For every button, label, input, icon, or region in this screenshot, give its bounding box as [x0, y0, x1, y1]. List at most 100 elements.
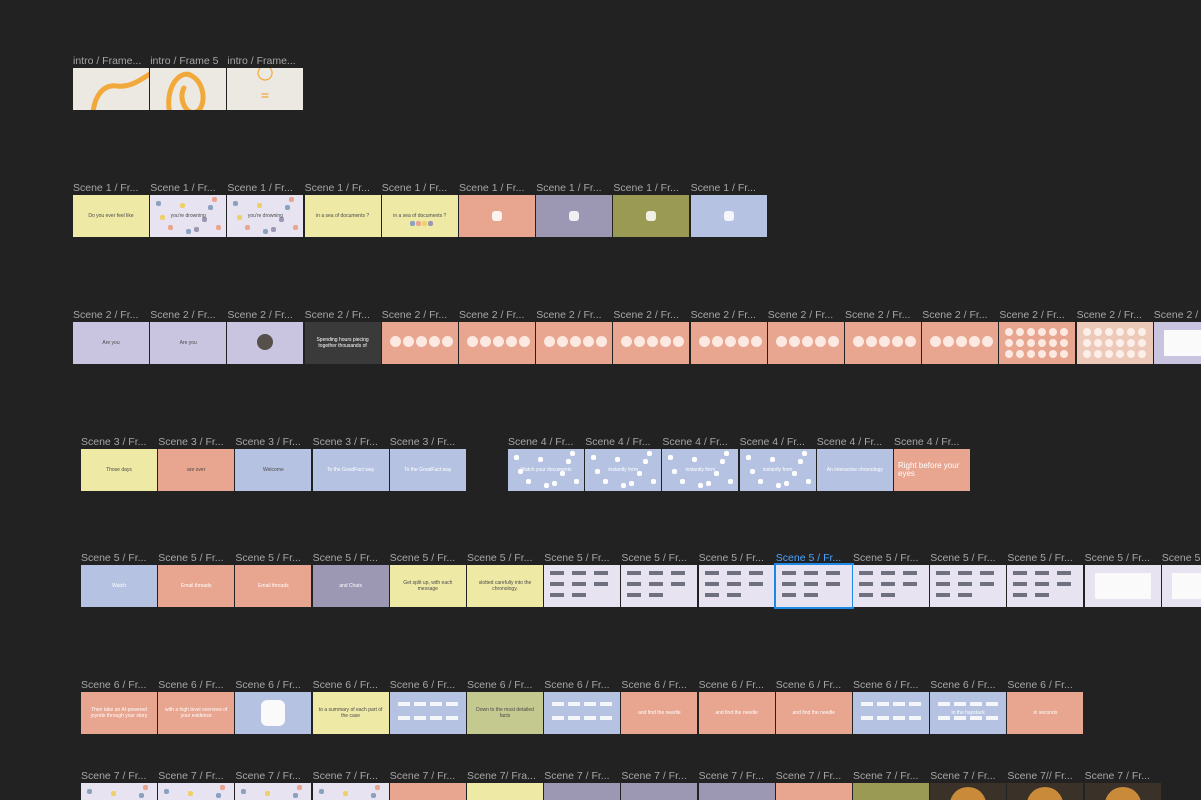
frame-label[interactable]: Scene 2 / Fr... — [845, 309, 911, 321]
frame-label[interactable]: Scene 7 / Fr... — [775, 770, 842, 782]
frame-label[interactable]: Scene 7 / Fr... — [81, 770, 147, 782]
scene-7-frame-thumbnail[interactable] — [621, 783, 698, 800]
scene-3-frame-thumbnail[interactable]: Those days — [81, 449, 157, 491]
scene-2-frame-thumbnail[interactable] — [1153, 322, 1201, 364]
frame-label[interactable]: Scene 2 / Fr... — [304, 309, 370, 321]
frame-label[interactable]: Scene 2 / Fr... — [227, 309, 293, 321]
scene-5-frame-thumbnail[interactable] — [853, 565, 929, 607]
frame-label[interactable]: Scene 6 / Fr... — [235, 679, 301, 691]
frame-label[interactable]: Scene 7 / Fr... — [158, 770, 224, 782]
frame-label[interactable]: Scene 5 — [1161, 552, 1201, 564]
frame-label[interactable]: Scene 6 / Fr... — [158, 679, 224, 691]
frame-label[interactable]: Scene 4 / Fr... — [739, 436, 805, 448]
frame-label[interactable]: Scene 6 / Fr... — [544, 679, 610, 691]
frame-label[interactable]: Scene 5 / Fr... — [1007, 552, 1073, 564]
frame-label[interactable]: Scene 5 / Fr... — [775, 552, 842, 564]
scene-7-frame-thumbnail[interactable] — [467, 783, 543, 800]
frame-label[interactable]: Scene 2 / Fr... — [459, 309, 525, 321]
scene-3-frame-thumbnail[interactable]: To the GoodFact way — [312, 449, 389, 491]
frame-label[interactable]: Scene 6 / Fr... — [621, 679, 687, 691]
frame-label[interactable]: Scene 7/ Fra... — [467, 770, 536, 782]
frame-label[interactable]: Scene 1 / Fr... — [690, 182, 756, 194]
frame-label[interactable]: Scene 2 / Fr... — [381, 309, 448, 321]
frame-label[interactable]: Scene 7 / Fr... — [312, 770, 378, 782]
scene-5-frame-thumbnail[interactable]: Email threads — [158, 565, 235, 607]
scene-1-frame-thumbnail[interactable]: in a sea of documents ? — [381, 195, 458, 237]
frame-label[interactable]: Scene 2 / Fr... — [613, 309, 679, 321]
frame-label[interactable]: Scene 2 / Fr... — [73, 309, 139, 321]
scene-5-frame-thumbnail[interactable] — [1007, 565, 1084, 607]
scene-2-frame-thumbnail[interactable] — [613, 322, 690, 364]
frame-label[interactable]: Scene 2 / Fr... — [690, 309, 756, 321]
scene-7-frame-thumbnail[interactable] — [81, 783, 157, 800]
scene-7-frame-thumbnail[interactable]: can work smarter — [698, 783, 775, 800]
scene-7-frame-thumbnail[interactable] — [1084, 783, 1161, 800]
frame-label[interactable]: Scene 6 / Fr... — [930, 679, 996, 691]
frame-label[interactable]: Scene 1 / Fr... — [459, 182, 525, 194]
frame-label[interactable]: Scene 6 / Fr... — [775, 679, 842, 691]
scene-3-frame-thumbnail[interactable]: Welcome — [235, 449, 312, 491]
frame-label[interactable]: Scene 1 / Fr... — [227, 182, 293, 194]
frame-label[interactable]: Scene 1 / Fr... — [536, 182, 602, 194]
frame-label[interactable]: Scene 5 / Fr... — [467, 552, 533, 564]
frame-label[interactable]: Scene 1 / Fr... — [304, 182, 370, 194]
scene-6-frame-thumbnail[interactable]: in seconds — [1007, 692, 1084, 734]
frame-label[interactable]: Scene 7// Fr... — [1007, 770, 1073, 782]
scene-5-frame-thumbnail[interactable]: and Chats — [312, 565, 389, 607]
scene-7-frame-thumbnail[interactable] — [235, 783, 312, 800]
scene-7-frame-thumbnail[interactable] — [158, 783, 235, 800]
frame-label[interactable]: Scene 4 / Fr... — [585, 436, 651, 448]
frame-label[interactable]: Scene 2 / Fr... — [1153, 309, 1201, 321]
frame-label[interactable]: Scene 5 / Fr... — [544, 552, 610, 564]
frame-label[interactable]: Scene 1 / Fr... — [150, 182, 216, 194]
frame-label[interactable]: Scene 6 / Fr... — [81, 679, 147, 691]
scene-6-frame-thumbnail[interactable] — [235, 692, 312, 734]
scene-6-frame-thumbnail[interactable]: Down to the most detailed facts — [467, 692, 543, 734]
scene-3-frame-thumbnail[interactable]: To the GoodFact way — [389, 449, 466, 491]
frame-label[interactable]: Scene 1 / Fr... — [613, 182, 679, 194]
scene-5-frame-thumbnail[interactable] — [1161, 565, 1201, 607]
frame-label[interactable]: Scene 4 / Fr... — [894, 436, 960, 448]
scene-1-frame-thumbnail[interactable]: you're drowning — [227, 195, 304, 237]
scene-6-frame-thumbnail[interactable] — [853, 692, 929, 734]
frame-label[interactable]: intro / Frame... — [73, 55, 142, 67]
scene-2-frame-thumbnail[interactable]: Are you — [73, 322, 149, 364]
frame-label[interactable]: Scene 3 / Fr... — [81, 436, 147, 448]
scene-5-frame-thumbnail[interactable] — [544, 565, 621, 607]
scene-6-frame-thumbnail[interactable]: and find the needle — [775, 692, 852, 734]
scene-5-frame-thumbnail[interactable]: Get split up, with each message — [389, 565, 466, 607]
frame-label[interactable]: Scene 5 / Fr... — [1084, 552, 1150, 564]
frame-label[interactable]: Scene 5 / Fr... — [312, 552, 378, 564]
scene-5-frame-thumbnail[interactable] — [930, 565, 1007, 607]
frame-label[interactable]: Scene 7 / Fr... — [1084, 770, 1150, 782]
scene-6-frame-thumbnail[interactable] — [544, 692, 621, 734]
scene-5-frame-thumbnail[interactable]: slotted carefully into the chronology. — [467, 565, 543, 607]
scene-2-frame-thumbnail[interactable] — [845, 322, 921, 364]
scene-2-frame-thumbnail[interactable]: Spending hours piecing together thousand… — [304, 322, 381, 364]
frame-label[interactable]: Scene 1 / Fr... — [73, 182, 139, 194]
scene-1-frame-thumbnail[interactable] — [690, 195, 767, 237]
scene-5-frame-thumbnail[interactable]: Email threads — [235, 565, 312, 607]
frame-label[interactable]: Scene 5 / Fr... — [930, 552, 996, 564]
frame-label[interactable]: Scene 5 / Fr... — [81, 552, 147, 564]
frame-label[interactable]: Scene 3 / Fr... — [235, 436, 301, 448]
frame-label[interactable]: Scene 2 / Fr... — [767, 309, 834, 321]
scene-2-frame-thumbnail[interactable] — [767, 322, 844, 364]
frame-label[interactable]: Scene 2 / Fr... — [536, 309, 602, 321]
scene-4-frame-thumbnail[interactable]: Watch your documents — [508, 449, 584, 491]
scene-6-frame-thumbnail[interactable]: and find the needle — [698, 692, 775, 734]
scene-4-frame-thumbnail[interactable]: instantly form — [739, 449, 816, 491]
scene-6-frame-thumbnail[interactable]: Then take an AI-powered joyride through … — [81, 692, 157, 734]
frame-label[interactable]: Scene 6 / Fr... — [467, 679, 533, 691]
scene-3-frame-thumbnail[interactable]: are over — [158, 449, 235, 491]
frame-label[interactable]: Scene 2 / Fr... — [150, 309, 216, 321]
frame-label[interactable]: Scene 3 / Fr... — [158, 436, 224, 448]
scene-5-frame-thumbnail[interactable] — [621, 565, 698, 607]
scene-1-frame-thumbnail[interactable]: Do you ever feel like — [73, 195, 149, 237]
frame-label[interactable]: Scene 7 / Fr... — [235, 770, 301, 782]
frame-label[interactable]: Scene 5 / Fr... — [853, 552, 919, 564]
intro-frame-thumbnail[interactable] — [73, 68, 149, 110]
scene-5-frame-thumbnail[interactable]: Watch — [81, 565, 157, 607]
scene-6-frame-thumbnail[interactable]: in the haystack — [930, 692, 1007, 734]
scene-4-frame-thumbnail[interactable]: Right before your eyes — [894, 449, 970, 491]
